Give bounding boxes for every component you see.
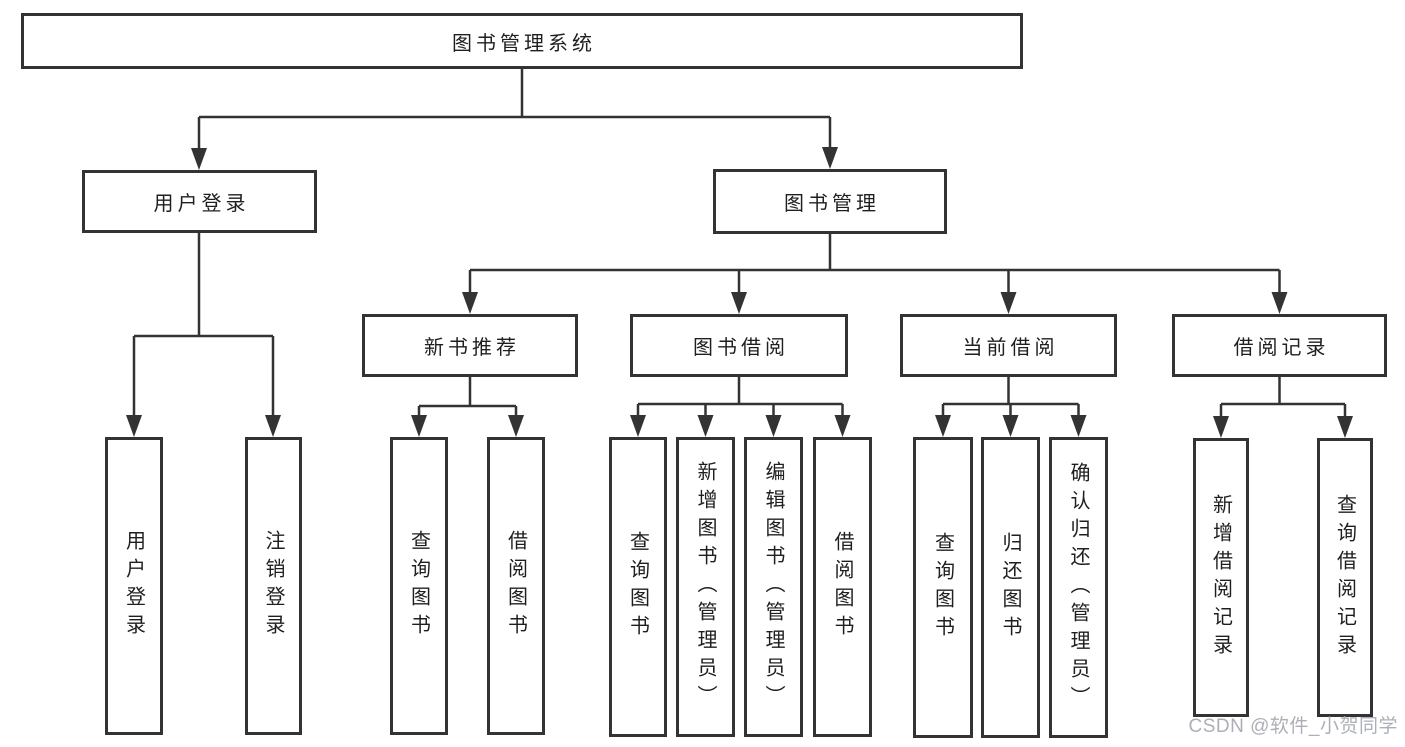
node-root: 图书管理系统 [21, 13, 1023, 69]
node-borrow-records: 借阅记录 [1172, 314, 1387, 377]
leaf-current-return-books: 归还图书 [981, 437, 1040, 738]
leaf-borrow-query-books: 查询图书 [609, 437, 667, 737]
leaf-newrec-borrow-books: 借阅图书 [487, 437, 545, 735]
leaf-logout-login: 注销登录 [245, 437, 302, 735]
leaf-records-add-record: 新增借阅记录 [1193, 438, 1249, 717]
node-user-login: 用户登录 [82, 170, 317, 233]
leaf-borrow-borrow-books: 借阅图书 [813, 437, 872, 737]
connector-spines [132, 69, 1347, 419]
arrowheads [126, 147, 1353, 438]
node-current-borrowing: 当前借阅 [900, 314, 1117, 377]
node-book-management: 图书管理 [713, 169, 947, 234]
leaf-borrow-add-books-admin: 新增图书（管理员） [676, 437, 735, 737]
node-new-book-recommend: 新书推荐 [362, 314, 578, 377]
leaf-borrow-edit-books-admin: 编辑图书（管理员） [744, 437, 803, 737]
leaf-user-login: 用户登录 [105, 437, 163, 735]
leaf-current-confirm-return-admin: 确认归还（管理员） [1049, 437, 1108, 738]
watermark: CSDN @软件_小贺同学 [1188, 716, 1398, 737]
leaf-current-query-books: 查询图书 [913, 437, 973, 738]
leaf-records-query-record: 查询借阅记录 [1317, 438, 1373, 717]
node-book-borrowing: 图书借阅 [630, 314, 848, 377]
leaf-newrec-query-books: 查询图书 [390, 437, 448, 735]
